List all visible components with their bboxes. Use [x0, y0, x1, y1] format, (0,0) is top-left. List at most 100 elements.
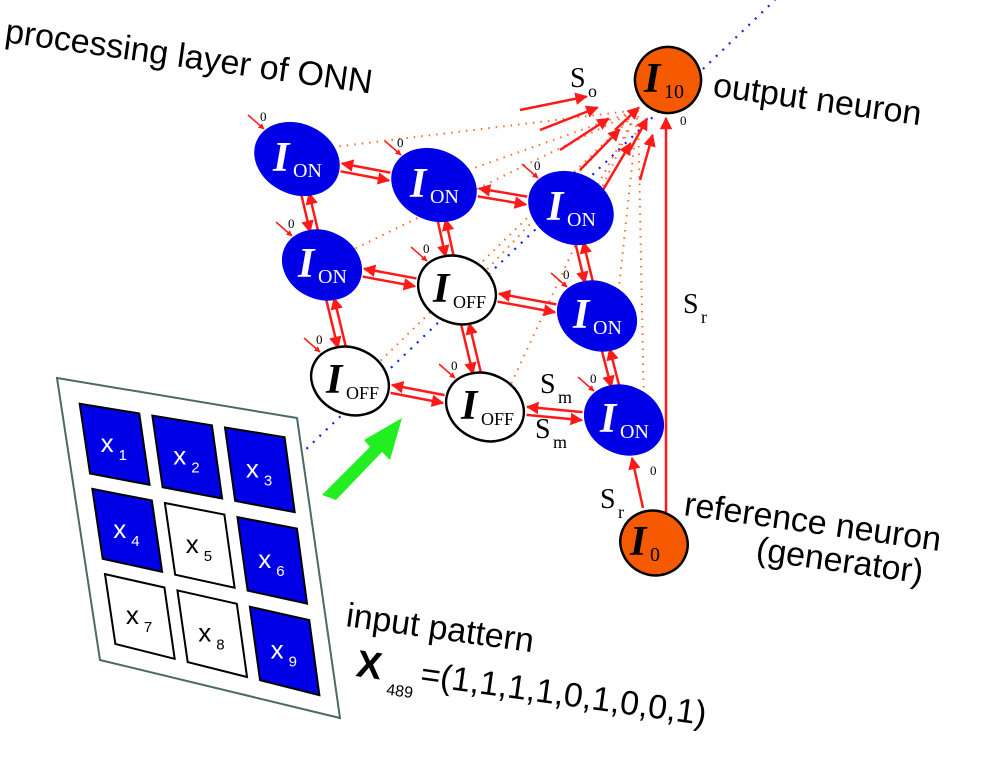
cell-label: x [258, 544, 271, 574]
horizontal-coupling-backward [390, 381, 445, 397]
neuron-on-body [583, 384, 665, 456]
neuron-off-body [309, 345, 391, 417]
horizontal-coupling-forward [497, 300, 557, 317]
cell-label: x [271, 635, 284, 665]
pattern-symbol: X [354, 643, 386, 688]
vertical-coupling-forward [600, 350, 615, 389]
phase-label: 0 [590, 371, 597, 386]
output-coupling-arrow [539, 105, 599, 132]
neuron-symbol: I [297, 241, 316, 287]
neuron-symbol: I [272, 135, 291, 181]
output-coupling-arrow [628, 117, 649, 151]
vertical-coupling-backward [330, 296, 347, 347]
horizontal-coupling-backward [340, 159, 391, 174]
cell-subscript: 2 [191, 460, 199, 477]
neuron-subscript: ON [593, 317, 622, 339]
phase-input-arrow [303, 337, 321, 353]
svg-text:S: S [540, 369, 556, 400]
output-coupling-arrow [598, 142, 632, 196]
phase-label: 0 [563, 267, 570, 282]
reference-to-neuron-arrow [628, 456, 645, 509]
svg-text:m: m [553, 432, 567, 452]
neuron-on-body [528, 170, 614, 246]
vertical-coupling-backward [579, 240, 594, 282]
cell-label: x [173, 441, 186, 471]
phase-label: 0 [534, 158, 541, 173]
neuron-symbol: I [432, 266, 451, 312]
horizontal-coupling-forward [526, 412, 584, 426]
phase-label: 0 [680, 113, 687, 128]
vertical-coupling-backward [441, 218, 455, 256]
svg-text:S: S [600, 484, 616, 515]
cell-subscript: 8 [216, 636, 224, 653]
projection-line [590, 109, 639, 199]
cell-label: x [246, 453, 259, 483]
vertical-coupling-forward [574, 243, 589, 285]
horizontal-coupling-backward [497, 289, 557, 306]
cell-subscript: 5 [204, 548, 212, 565]
neuron-on-body [254, 121, 340, 197]
pattern-subscript: 489 [385, 682, 414, 703]
neuron-subscript: 0 [650, 544, 660, 566]
svg-text:m: m [558, 387, 572, 407]
horizontal-coupling-forward [340, 170, 391, 185]
cell-subscript: 6 [276, 563, 284, 580]
neuron-symbol: I [643, 56, 662, 102]
projection-line [453, 109, 639, 176]
neuron-symbol: I [572, 292, 591, 338]
horizontal-coupling-backward [525, 401, 583, 415]
vertical-coupling-backward [465, 321, 482, 373]
horizontal-coupling-backward [477, 184, 528, 198]
neuron-symbol: I [546, 184, 565, 230]
phase-label: 0 [316, 332, 323, 347]
neuron-on-body [391, 147, 477, 223]
output-coupling-arrow [559, 117, 610, 152]
neuron-subscript: ON [620, 421, 649, 443]
output-coupling-arrow [579, 128, 621, 171]
cell-subscript: 4 [131, 533, 139, 550]
neuron-on-body [556, 280, 638, 352]
cell-label: x [113, 514, 126, 544]
output-neuron-label: output neuron [711, 66, 924, 133]
projection-line [316, 109, 639, 150]
vertical-coupling-backward [606, 347, 621, 386]
cell-subscript: 1 [119, 447, 127, 464]
neuron-off-body [444, 371, 526, 443]
horizontal-coupling-forward [477, 195, 528, 209]
phase-input-arrow [550, 272, 568, 288]
neuron-on-body [281, 229, 363, 301]
phase-input-arrow [384, 140, 402, 156]
neuron-subscript: OFF [346, 383, 379, 403]
phase-input-arrow [577, 376, 595, 392]
cell-label: x [186, 529, 199, 559]
vertical-coupling-forward [460, 324, 477, 376]
phase-label: 0 [650, 463, 657, 478]
cell-label: x [101, 428, 114, 458]
projection-line [616, 109, 639, 307]
projection-line [637, 109, 645, 411]
svg-text:r: r [701, 307, 707, 327]
cell-label: x [198, 617, 211, 647]
neuron-symbol: I [599, 396, 618, 442]
cell-subscript: 3 [264, 472, 272, 489]
phase-input-arrow [521, 163, 539, 179]
horizontal-coupling-forward [390, 391, 445, 407]
neuron-symbol: I [325, 357, 344, 403]
reference-neuron-body [619, 509, 689, 577]
